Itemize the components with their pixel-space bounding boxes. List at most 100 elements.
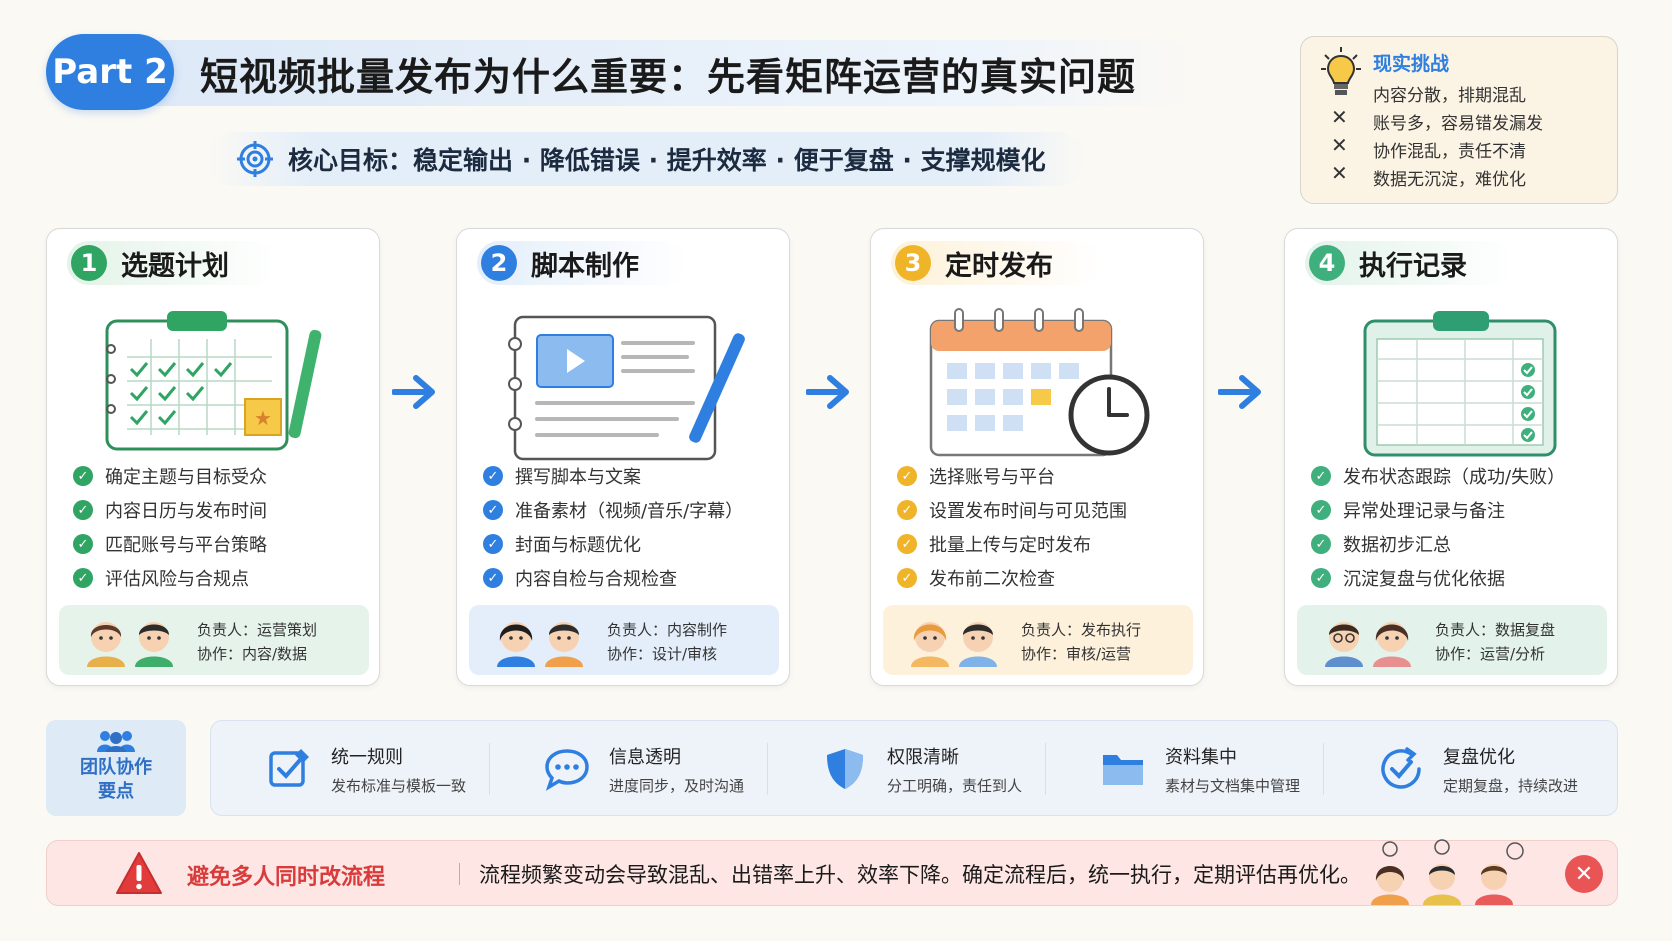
challenge-item: 数据无沉淀，难优化	[1373, 170, 1526, 190]
check-icon: ✓	[483, 500, 503, 520]
team-label: 团队协作 要点	[46, 720, 186, 816]
list-item: ✓ 异常处理记录与备注	[1311, 493, 1565, 527]
check-text: 批量上传与定时发布	[929, 535, 1091, 556]
step-card-2: 2 脚本制作 ✓撰写脚本与文案 ✓准备素材（视频/音乐/字幕） ✓封面与标题优化…	[456, 228, 790, 686]
folder-icon	[1103, 755, 1143, 785]
list-item: ✓数据初步汇总	[1311, 527, 1565, 561]
script-notebook-icon	[508, 315, 745, 461]
challenge-box: 现实挑战 内容分散，排期混乱 ✕ 账号多，容易错发漏发 ✕ 协作混乱，责任不清 …	[1300, 36, 1618, 204]
check-icon: ✓	[1311, 466, 1331, 486]
step-number: 1	[71, 245, 107, 281]
collab-text: 协作：设计/审核	[607, 645, 718, 663]
owner-text: 负责人：运营策划	[197, 621, 318, 639]
list-item: ✓设置发布时间与可见范围	[897, 493, 1127, 527]
record-clipboard-icon	[1363, 311, 1557, 457]
check-text: 发布状态跟踪（成功/失败）	[1343, 467, 1566, 488]
check-text: 封面与标题优化	[515, 535, 641, 556]
check-icon: ✓	[1311, 534, 1331, 554]
list-item: ✓批量上传与定时发布	[897, 527, 1127, 561]
team-tip-sub: 素材与文档集中管理	[1165, 777, 1301, 795]
check-icon: ✓	[1311, 568, 1331, 588]
team-tip-sub: 定期复盘，持续改进	[1443, 777, 1579, 795]
team-tip: 权限清晰 分工明确，责任到人	[767, 721, 1045, 817]
step-title: 选题计划	[121, 250, 229, 282]
step-card-4: 4 执行记录 ✓发布状态跟踪（成功/失败） ✓异常处理记录与备注 ✓数据初步汇总…	[1284, 228, 1618, 686]
team-tip: 信息透明 进度同步，及时沟通	[489, 721, 767, 817]
avatar	[545, 622, 583, 667]
list-item: ✓确定主题与目标受众	[73, 459, 267, 493]
confused-people-icon	[1371, 839, 1524, 905]
team-tip-sub: 发布标准与模板一致	[331, 777, 467, 795]
divider	[489, 743, 490, 795]
divider	[459, 863, 460, 885]
collab-text: 协作：审核/运营	[1021, 645, 1132, 663]
team-tip: 资料集中 素材与文档集中管理	[1045, 721, 1323, 817]
team-tip-title: 资料集中	[1165, 747, 1237, 768]
team-tip-sub: 进度同步，及时沟通	[609, 777, 745, 795]
svg-text:★: ★	[254, 406, 272, 430]
collab-text: 协作：运营/分析	[1435, 645, 1546, 663]
check-text: 选择账号与平台	[929, 467, 1055, 488]
part-label: Part 2	[52, 52, 168, 92]
list-item: ✓ 沉淀复盘与优化依据	[1311, 561, 1565, 595]
lightbulb-icon	[1321, 47, 1361, 95]
check-icon: ✓	[73, 534, 93, 554]
checkbox-edit-icon	[269, 749, 309, 787]
step-checklist: ✓撰写脚本与文案 ✓准备素材（视频/音乐/字幕） ✓封面与标题优化 ✓内容自检与…	[483, 459, 743, 595]
check-icon: ✓	[73, 500, 93, 520]
team-tip: 统一规则 发布标准与模板一致	[211, 721, 489, 817]
cross-icon: ✕	[1331, 105, 1348, 129]
owner-text: 负责人：内容制作	[607, 621, 728, 639]
check-text: 异常处理记录与备注	[1343, 501, 1505, 522]
divider	[1045, 743, 1046, 795]
list-item: ✓ 发布状态跟踪（成功/失败）	[1311, 459, 1565, 493]
part-badge: Part 2	[46, 34, 174, 110]
owner-text: 负责人：发布执行	[1021, 621, 1142, 639]
warning-text: 流程频繁变动会导致混乱、出错率上升、效率下降。确定流程后，统一执行，定期评估再优…	[479, 863, 1361, 887]
team-tip-title: 信息透明	[609, 747, 681, 768]
team-tips-bar: 统一规则 发布标准与模板一致 信息透明 进度同步，及时沟通 权限清晰 分工明确，…	[210, 720, 1618, 816]
list-item: ✓ 发布前二次检查	[897, 561, 1127, 595]
list-item: ✓内容自检与合规检查	[483, 561, 743, 595]
close-icon[interactable]: ✕	[1565, 855, 1603, 893]
check-icon: ✓	[73, 568, 93, 588]
check-text: 匹配账号与平台策略	[105, 535, 267, 556]
step-card-3: 3 定时发布 ✓选择账号与平台 ✓设置发布时间与可见范围 ✓批量上传与定时发布 …	[870, 228, 1204, 686]
owner-panel: 负责人：内容制作 协作：设计/审核	[469, 605, 779, 675]
step-header: 1 选题计划	[67, 241, 277, 285]
avatar	[1373, 622, 1411, 667]
check-icon: ✓	[897, 568, 917, 588]
cross-icon: ✕	[1331, 133, 1348, 157]
planning-board-icon: ★	[105, 311, 322, 451]
challenge-item: 内容分散，排期混乱	[1373, 86, 1526, 106]
check-text: 发布前二次检查	[929, 569, 1055, 590]
avatar	[959, 622, 997, 667]
step-checklist: ✓ 发布状态跟踪（成功/失败） ✓ 异常处理记录与备注 ✓数据初步汇总 ✓ 沉淀复盘与…	[1311, 459, 1565, 595]
refresh-check-icon	[1381, 747, 1421, 789]
avatar	[135, 622, 173, 667]
cross-icon: ✕	[1331, 161, 1348, 185]
step-checklist: ✓确定主题与目标受众 ✓ 内容日历与发布时间 ✓ 匹配账号与平台策略 ✓ 评估风险与合…	[73, 459, 267, 595]
core-goal: 核心目标：稳定输出 · 降低错误 · 提升效率 · 便于复盘 · 支撑规模化	[288, 146, 1046, 175]
check-text: 评估风险与合规点	[105, 569, 249, 590]
target-icon	[237, 141, 273, 177]
list-item: ✓ 内容日历与发布时间	[73, 493, 267, 527]
check-icon: ✓	[483, 466, 503, 486]
challenge-title: 现实挑战	[1373, 53, 1450, 75]
title-bar: 短视频批量发布为什么重要：先看矩阵运营的真实问题	[150, 40, 1200, 106]
step-card-1: 1 选题计划 ★ ✓确定主题与目标受众 ✓ 内容日历与发布时间 ✓ 匹配账号与平台策…	[46, 228, 380, 686]
check-text: 沉淀复盘与优化依据	[1343, 569, 1505, 590]
arrow-right-icon	[392, 375, 435, 409]
list-item: ✓ 撰写脚本与文案	[483, 459, 743, 493]
step-number: 3	[895, 245, 931, 281]
warning-bar: 避免多人同时改流程 流程频繁变动会导致混乱、出错率上升、效率下降。确定流程后，统…	[46, 839, 1618, 906]
page-title: 短视频批量发布为什么重要：先看矩阵运营的真实问题	[200, 54, 1137, 99]
check-text: 内容日历与发布时间	[105, 501, 267, 522]
avatar	[87, 622, 125, 667]
owner-panel: 负责人：运营策划 协作：内容/数据	[59, 605, 369, 675]
step-header: 3 定时发布	[891, 241, 1101, 285]
team-tip-title: 权限清晰	[887, 747, 959, 768]
check-text: 撰写脚本与文案	[515, 467, 641, 488]
check-icon: ✓	[1311, 500, 1331, 520]
team-tip-sub: 分工明确，责任到人	[887, 777, 1023, 795]
